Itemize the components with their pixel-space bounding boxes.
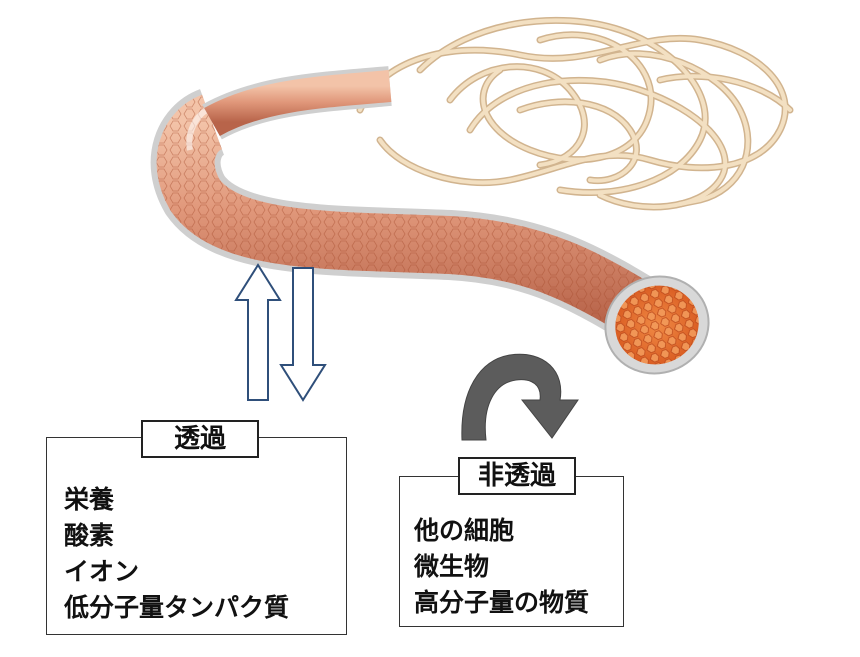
list-item: 低分子量タンパク質 — [64, 593, 290, 622]
permeable-box — [46, 437, 347, 635]
non-permeable-box — [399, 476, 624, 627]
fiber-coil — [356, 16, 794, 211]
permeable-title: 透過 — [141, 420, 259, 458]
fiber-cross-section — [604, 275, 710, 375]
list-item: イオン — [64, 557, 140, 586]
list-item: 微生物 — [414, 552, 490, 581]
down-arrow-icon — [279, 267, 327, 402]
fiber-tube-upper — [202, 66, 392, 140]
list-item: 栄養 — [64, 485, 115, 514]
exchange-arrows — [234, 263, 327, 402]
up-arrow-icon — [234, 263, 282, 401]
fiber-tube — [150, 89, 674, 350]
permeable-list: 栄養 酸素 イオン 低分子量タンパク質 — [64, 482, 289, 626]
list-item: 酸素 — [64, 521, 115, 550]
list-item: 高分子量の物質 — [414, 588, 590, 617]
deflect-arrow-icon — [461, 353, 579, 441]
non-permeable-list: 他の細胞 微生物 高分子量の物質 — [414, 513, 589, 621]
non-permeable-title: 非透過 — [458, 457, 576, 495]
list-item: 他の細胞 — [414, 516, 515, 545]
